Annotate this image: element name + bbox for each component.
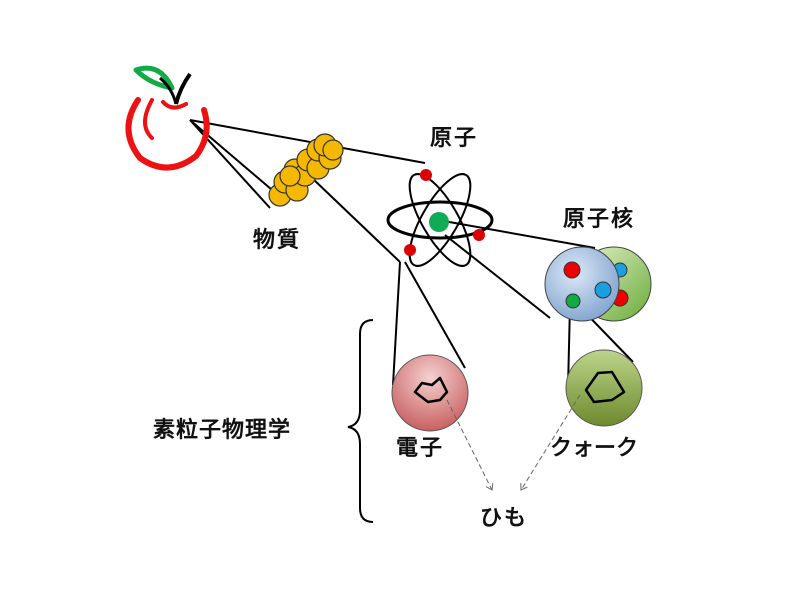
molecule-cluster-icon <box>268 133 344 207</box>
label-atom: 原子 <box>430 126 479 151</box>
label-string: ひも <box>480 506 529 531</box>
quark-ball-icon <box>565 349 643 427</box>
curly-brace <box>347 319 374 523</box>
apple-icon <box>125 65 210 171</box>
label-nucleus: 原子核 <box>563 207 636 232</box>
atom-icon <box>386 169 494 267</box>
label-matter: 物質 <box>253 228 302 253</box>
string-arrows <box>446 394 581 490</box>
label-electron: 電子 <box>396 436 445 461</box>
electron-ball-icon <box>391 354 469 432</box>
label-particle-physics: 素粒子物理学 <box>153 418 292 443</box>
nucleus-icon <box>544 246 652 322</box>
label-quark: クォーク <box>550 436 639 461</box>
